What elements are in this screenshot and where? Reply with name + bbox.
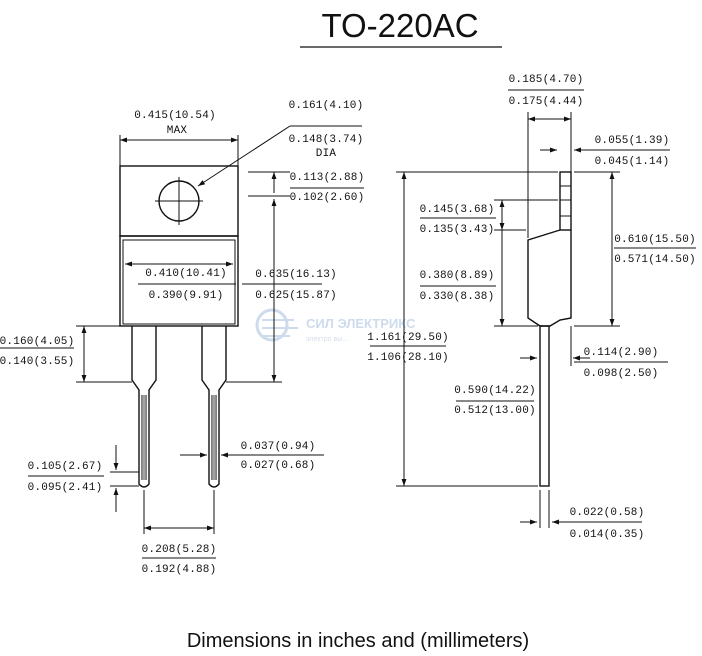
dim-overall-length-min: 1.106(28.10) xyxy=(367,352,449,364)
dim-tab-step-min: 0.135(3.43) xyxy=(420,224,495,236)
dim-body-length-min: 0.330(8.38) xyxy=(420,291,495,303)
dim-thickness-min: 0.175(4.44) xyxy=(509,96,584,108)
dim-width-max-note: MAX xyxy=(167,125,188,137)
dim-tab-thickness-max: 0.055(1.39) xyxy=(595,135,670,147)
dim-tab-to-hole-max: 0.113(2.88) xyxy=(290,172,365,184)
dim-package-height-min: 0.571(14.50) xyxy=(614,254,696,266)
lead-left xyxy=(131,326,157,488)
dim-lead-offset-max: 0.114(2.90) xyxy=(584,347,659,359)
dim-width-max-value: 0.415(10.54) xyxy=(134,110,216,122)
package-body xyxy=(119,235,239,327)
dim-lead-length-max: 0.590(14.22) xyxy=(454,385,536,397)
dim-lead-shoulder-width-min: 0.095(2.41) xyxy=(28,482,103,494)
dim-lead-pitch-max: 0.208(5.28) xyxy=(142,544,217,556)
front-view-dimensions: 0.415(10.54) MAX 0.161(4.10) 0.148(3.74)… xyxy=(0,100,364,576)
dim-lead-length-min: 0.512(13.00) xyxy=(454,405,536,417)
side-view xyxy=(527,171,572,487)
lead-right xyxy=(201,326,227,488)
page-title: TO-220AC xyxy=(321,7,478,44)
dim-lead-shoulder-min: 0.140(3.55) xyxy=(0,356,74,368)
caption: Dimensions in inches and (millimeters) xyxy=(187,630,529,652)
side-body xyxy=(527,229,572,327)
dim-height-to-leads-min: 0.625(15.87) xyxy=(255,290,337,302)
dim-thickness-max: 0.185(4.70) xyxy=(509,74,584,86)
svg-text:+: + xyxy=(175,194,182,208)
dim-body-width-min: 0.390(9.91) xyxy=(149,290,224,302)
dim-package-height-max: 0.610(15.50) xyxy=(614,234,696,246)
side-tab xyxy=(559,171,572,231)
dim-lead-shoulder-max: 0.160(4.05) xyxy=(0,336,74,348)
dim-lead-width-max: 0.037(0.94) xyxy=(241,441,316,453)
watermark-name: СИЛ ЭЛЕКТРИКС xyxy=(306,316,416,331)
dim-lead-thickness-max: 0.022(0.58) xyxy=(570,507,645,519)
watermark-tagline: электро вы… xyxy=(306,336,349,343)
dim-hole-dia-note: DIA xyxy=(316,148,337,160)
dim-tab-to-hole-min: 0.102(2.60) xyxy=(290,192,365,204)
dim-hole-dia-max: 0.161(4.10) xyxy=(289,100,364,112)
dim-overall-length-max: 1.161(29.50) xyxy=(367,332,449,344)
dim-body-width-max: 0.410(10.41) xyxy=(145,268,227,280)
dim-tab-thickness-min: 0.045(1.14) xyxy=(595,156,670,168)
dim-height-to-leads-max: 0.635(16.13) xyxy=(255,269,337,281)
dim-lead-thickness-min: 0.014(0.35) xyxy=(570,529,645,541)
dim-hole-dia-min: 0.148(3.74) xyxy=(289,134,364,146)
dim-tab-step-max: 0.145(3.68) xyxy=(420,204,495,216)
package-body-inner xyxy=(122,239,236,325)
front-view: + xyxy=(119,165,239,488)
side-lead xyxy=(539,325,550,487)
dim-lead-pitch-min: 0.192(4.88) xyxy=(142,564,217,576)
side-view-dimensions: 0.185(4.70) 0.175(4.44) 0.055(1.39) 0.04… xyxy=(367,74,696,541)
dim-body-length-max: 0.380(8.89) xyxy=(420,270,495,282)
dim-lead-shoulder-width-max: 0.105(2.67) xyxy=(28,461,103,473)
dim-lead-offset-min: 0.098(2.50) xyxy=(584,368,659,380)
dim-lead-width-min: 0.027(0.68) xyxy=(241,460,316,472)
